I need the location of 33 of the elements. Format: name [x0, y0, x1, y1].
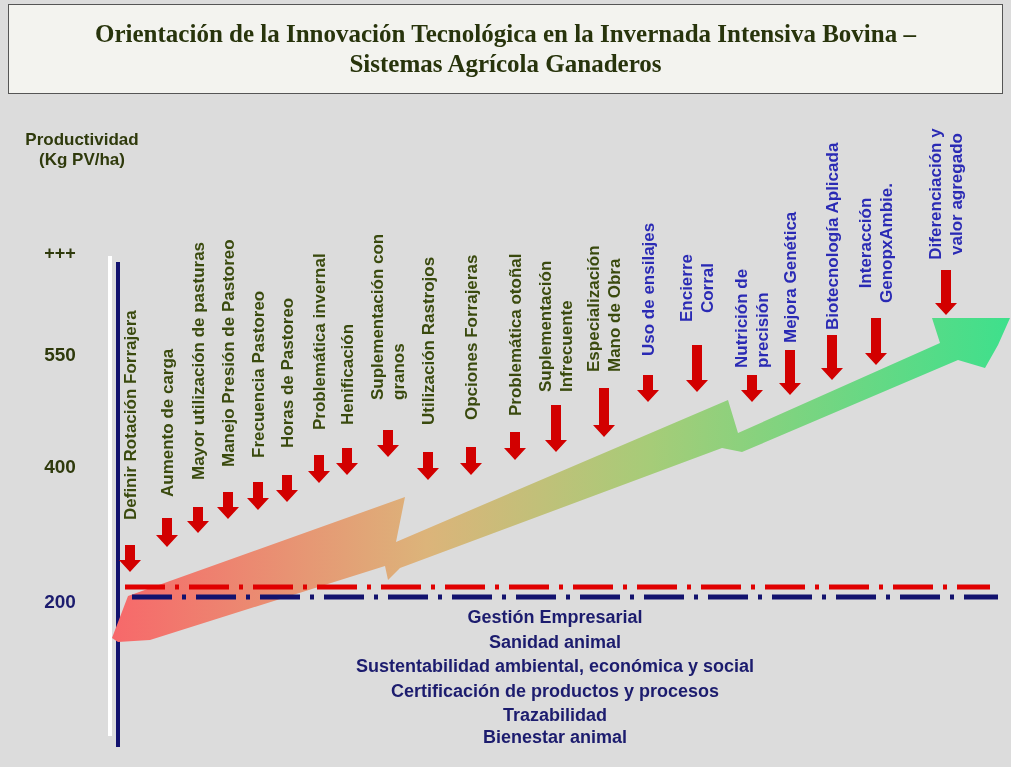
practice-label: Diferenciación y valor agregado — [925, 127, 967, 262]
practice-label: Mejora Genética — [779, 211, 801, 343]
cross-cutting-label: Trazabilidad — [503, 705, 607, 726]
practice-label: Problemática invernal — [308, 253, 330, 430]
practice-label: Aumento de carga — [156, 348, 178, 497]
practice-label: Horas de Pastoreo — [276, 297, 298, 448]
cross-cutting-label: Bienestar animal — [482, 727, 628, 748]
cross-cutting-label: Sustentabilidad ambiental, económica y social — [355, 656, 755, 677]
axis-title: Productividad (Kg PV/ha) — [24, 130, 140, 170]
practice-label: Mayor utilización de pasturas — [187, 241, 209, 480]
practice-label: Encierre Corral — [676, 253, 718, 325]
practice-label: Interacción GenopxAmbie. — [855, 182, 897, 305]
practice-label: Biotecnología Aplicada — [821, 142, 843, 330]
practice-label: Suplementación con granos — [367, 232, 409, 400]
axis-value: 550 — [44, 344, 76, 366]
practice-label: Problemática otoñal — [504, 253, 526, 416]
cross-cutting-label: Certificación de productos y procesos — [390, 681, 720, 702]
practice-label: Opciones Forrajeras — [460, 254, 482, 420]
axis-value: 400 — [44, 456, 76, 478]
axis-value: 200 — [44, 591, 76, 613]
axis-value: +++ — [44, 243, 76, 264]
practice-label: Henificación — [336, 323, 358, 425]
title: Orientación de la Innovación Tecnológica en la Invernada Intensiva Bovina – Sistemas Agrícola Ganaderos — [94, 19, 918, 79]
practice-label: Uso de ensilajes — [637, 222, 659, 356]
practice-label: Utilización Rastrojos — [417, 256, 439, 425]
practice-label: Manejo Presión de Pastoreo — [217, 239, 239, 467]
practice-label: Frecuencia Pastoreo — [247, 290, 269, 458]
cross-cutting-label: Gestión Empresarial — [467, 607, 643, 628]
cross-cutting-label: Sanidad animal — [489, 632, 621, 653]
practice-label: Definir Rotación Forrajera — [119, 310, 141, 520]
practice-label: Especialización Mano de Obra — [583, 244, 625, 372]
practice-label: Suplementación Infrecuente — [535, 259, 577, 392]
practice-label: Nutrición de precisión — [731, 267, 773, 368]
